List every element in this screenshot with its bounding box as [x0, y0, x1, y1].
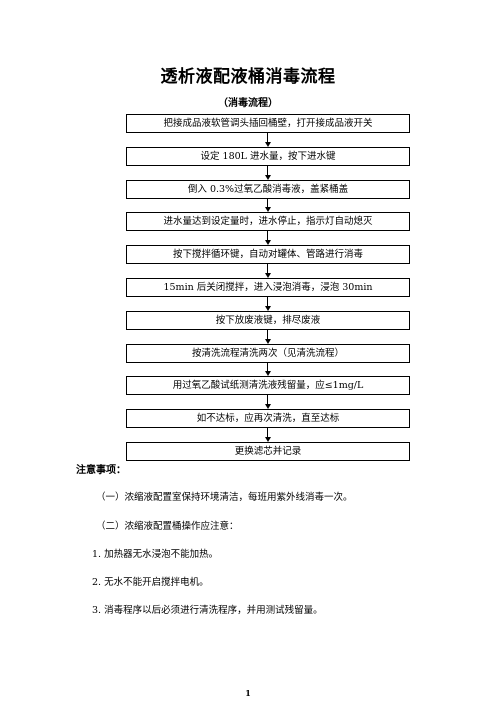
arrow-down-icon [264, 141, 271, 147]
flow-connector [267, 264, 268, 274]
arrow-down-icon [264, 437, 271, 442]
flow-connector [267, 395, 268, 406]
arrow-down-icon [264, 240, 271, 246]
page-number: 1 [245, 688, 251, 698]
arrow-down-icon [264, 404, 271, 410]
notes-heading: 注意事项： [76, 465, 126, 476]
arrow-down-icon [264, 338, 271, 344]
flow-connector [267, 165, 268, 176]
note-item: 3. 消毒程序以后必须进行清洗程序，并用测试残留量。 [92, 605, 323, 616]
flow-connector [267, 362, 268, 373]
flow-step-5: 按下搅拌循环键，自动对罐体、管路进行消毒 [126, 245, 410, 265]
page-subtitle: （消毒流程） [218, 98, 278, 109]
flow-step-2: 设定 180L 进水量，按下进水键 [126, 146, 410, 166]
page-title: 透析液配液桶消毒流程 [160, 67, 336, 87]
flow-step-8: 按清洗流程清洗两次（见清洗流程） [126, 343, 410, 363]
flow-step-11: 更换滤芯并记录 [126, 442, 410, 461]
arrow-down-icon [264, 273, 271, 278]
flow-step-6: 15min 后关闭搅拌，进入浸泡消毒，浸泡 30min [126, 278, 410, 297]
flow-connector [267, 428, 268, 438]
flow-step-1: 把接成品液软管调头插回桶壁，打开接成品液开关 [126, 114, 410, 133]
flow-step-9: 用过氧乙酸试纸测清洗液残留量，应≤1mg/L [126, 376, 410, 396]
flow-step-3: 倒入 0.3%过氧乙酸消毒液，盖紧桶盖 [126, 179, 410, 199]
flow-connector [267, 231, 268, 242]
flow-connector [267, 329, 268, 340]
flow-step-10: 如不达标，应再次清洗，直至达标 [126, 409, 410, 429]
note-item: （一）浓缩液配置室保持环境清洁，每班用紫外线消毒一次。 [96, 492, 353, 503]
arrow-down-icon [264, 371, 271, 377]
arrow-down-icon [264, 174, 271, 180]
note-item: （二）浓缩液配置桶操作应注意： [96, 521, 239, 532]
arrow-down-icon [264, 207, 271, 213]
note-item: 2. 无水不能开启搅拌电机。 [92, 577, 209, 588]
flow-connector [267, 297, 268, 307]
flow-connector [267, 133, 268, 143]
flow-step-4: 进水量达到设定量时，进水停止，指示灯自动熄灭 [126, 212, 410, 232]
flow-step-7: 按下放废液键，排尽废液 [126, 310, 410, 330]
note-item: 1. 加热器无水浸泡不能加热。 [92, 549, 219, 560]
arrow-down-icon [264, 305, 271, 311]
flow-connector [267, 198, 268, 209]
